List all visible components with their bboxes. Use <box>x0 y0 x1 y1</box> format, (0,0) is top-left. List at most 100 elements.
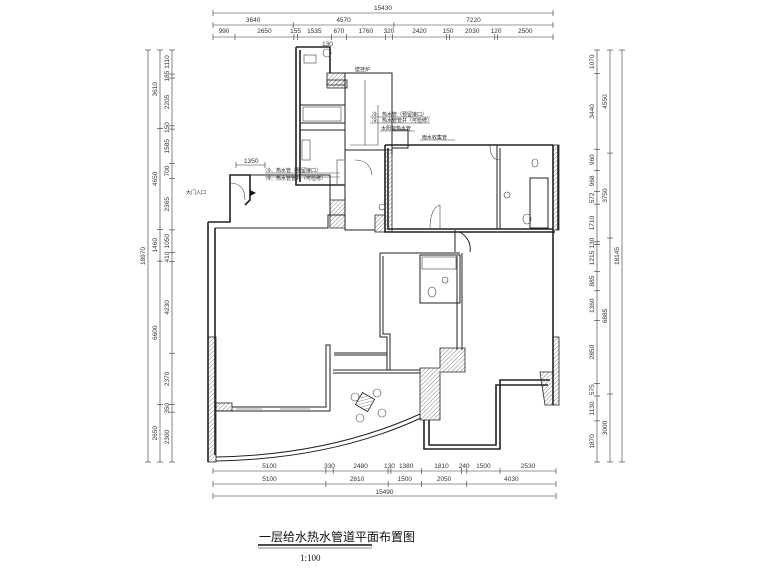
top-detail-dim-label: 2420 <box>412 28 427 35</box>
top-detail-dim-label: 2500 <box>518 28 533 35</box>
right-mid-dim-label: 3000 <box>602 420 609 435</box>
left-detail-dim-label: 1585 <box>164 139 171 154</box>
left-detail-dim-label: 2370 <box>164 371 171 386</box>
bathtub-icon-2 <box>529 177 549 229</box>
left-mid-dim-label: 2650 <box>152 426 159 441</box>
right-detail-dim-label: 3440 <box>589 104 596 119</box>
riser-note: 太阳能热水管 <box>381 125 411 132</box>
right-detail-dim-label: 1070 <box>589 54 596 69</box>
bottom-mid-dim-label: 2050 <box>437 476 452 483</box>
drain-note: 雨水收集管 <box>422 134 447 141</box>
left-detail-dim-label: 410 <box>164 251 171 262</box>
sink-icon <box>441 276 449 284</box>
bottom-mid-dim-label: 1500 <box>398 476 413 483</box>
drawing-scale: 1:100 <box>300 553 321 563</box>
bottom-total-dim-label: 15490 <box>375 489 393 496</box>
right-detail-dim-label: 1215 <box>589 250 596 265</box>
left-detail-dim-label: 150 <box>164 122 171 133</box>
hatched-column-center <box>419 347 466 421</box>
entrance-arrow-icon <box>250 190 256 196</box>
right-detail-dim-label: 1360 <box>589 298 596 313</box>
bottom-detail-dim-label: 1500 <box>476 463 491 470</box>
balcony-curve <box>215 413 422 462</box>
right-detail-dim-label: 960 <box>589 154 596 165</box>
right-detail-dim-label: 2850 <box>589 344 596 359</box>
bottom-detail-dim-label: 1810 <box>434 463 449 470</box>
right-mid-dim-label: 3750 <box>602 188 609 203</box>
top-detail-dim-label: 320 <box>384 28 395 35</box>
hatched-wall-left <box>207 336 217 463</box>
pipe-note-3: 冷、热水管（预留接口） <box>266 167 321 174</box>
right-detail-dim-label: 572 <box>589 192 596 203</box>
lower-right-room <box>423 379 550 450</box>
bottom-detail-dim-label: 2480 <box>353 463 368 470</box>
dimension-lines: 15430 3640 4570 7220 990 2650 155 1535 670 1760 32… <box>140 5 625 499</box>
left-detail-dim-label: 2365 <box>164 197 171 212</box>
top-detail-dim-label: 155 <box>290 28 301 35</box>
left-detail-dim-label: 185 <box>164 70 171 81</box>
left-mid-dim-label: 3610 <box>152 82 159 97</box>
left-detail-dim-label: 1110 <box>164 55 171 69</box>
right-detail-dim-label: 968 <box>589 175 596 186</box>
pipe-note-1: 冷、热水管（预留接口） <box>372 111 427 118</box>
right-detail-dim-label: 575 <box>589 384 596 395</box>
top-extra-dim-label: 130 <box>322 41 333 48</box>
top-detail-dim-label: 2650 <box>257 28 272 35</box>
drawing-title: 一层给水热水管道平面布置图 <box>259 529 415 544</box>
bottom-detail-dim-label: 2530 <box>521 463 536 470</box>
right-detail-dim-label: 1130 <box>589 401 596 415</box>
annex-outline <box>295 46 345 186</box>
bottom-mid-dim-label: 5100 <box>262 476 277 483</box>
left-detail-dim-label: 2300 <box>164 429 171 444</box>
dining-table-icon <box>350 388 387 423</box>
right-detail-dim-label: 1710 <box>589 215 596 230</box>
entrance-width-dim: 1350 <box>244 158 259 165</box>
entrance-label: 大门入口 <box>186 189 206 196</box>
bed-icon <box>302 106 342 122</box>
right-detail-dim-label: 885 <box>589 275 596 286</box>
top-detail-dim-label: 1535 <box>307 28 322 35</box>
right-detail-dim-label: 130 <box>589 237 596 248</box>
top-detail-dim-label: 150 <box>443 28 454 35</box>
top-mid-dim-label: 3640 <box>246 17 261 24</box>
bottom-detail-dim-label: 330 <box>324 463 335 470</box>
left-detail-dim-label: 700 <box>164 165 171 176</box>
top-detail-dim-label: 1760 <box>359 28 374 35</box>
left-mid-dim-label: 1460 <box>152 238 159 253</box>
top-mid-dim-label: 4570 <box>336 17 351 24</box>
pipe-note-4: 冷、热水管管井（可检修） <box>266 175 326 182</box>
hatched-wall-right <box>552 144 560 231</box>
left-mid-dim-label: 4650 <box>152 171 159 186</box>
left-mid-dim-label: 6600 <box>152 325 159 340</box>
bottom-mid-dim-label: 2810 <box>350 476 365 483</box>
bedroom-outline <box>379 252 463 370</box>
bottom-detail-dim-label: 130 <box>384 463 395 470</box>
hatched-column <box>215 402 233 412</box>
top-total-dim-label: 15430 <box>374 5 392 12</box>
bottom-detail-dim-label: 240 <box>459 463 470 470</box>
pipe-note-2: 冷、热水管管井（可检修） <box>372 117 432 124</box>
top-detail-dim-label: 670 <box>333 28 344 35</box>
bottom-detail-dim-label: 5100 <box>262 463 277 470</box>
left-detail-dim-label: 1050 <box>164 234 171 249</box>
right-detail-dim-label: 1870 <box>589 434 596 449</box>
left-total-dim-label: 18970 <box>140 247 147 265</box>
left-detail-dim-label: 4230 <box>164 300 171 315</box>
bathtub-icon <box>421 256 457 270</box>
toilet-icon <box>427 286 437 298</box>
top-detail-dim-label: 990 <box>219 28 230 35</box>
top-detail-dim-label: 2030 <box>465 28 480 35</box>
plan-walls <box>207 46 560 463</box>
bathroom-2 <box>419 254 461 304</box>
boiler-label: 壁挂炉 <box>355 66 370 73</box>
top-detail-dim-label: 120 <box>491 28 502 35</box>
bottom-mid-dim-label: 4030 <box>504 476 519 483</box>
left-detail-dim-label: 350 <box>164 403 171 414</box>
right-total-dim-label: 18145 <box>614 247 621 265</box>
top-mid-dim-label: 7220 <box>466 17 481 24</box>
right-mid-dim-label: 4550 <box>602 94 609 109</box>
toilet-icon-2 <box>522 213 532 225</box>
right-mid-dim-label: 6885 <box>602 308 609 323</box>
left-detail-dim-label: 2205 <box>164 94 171 109</box>
